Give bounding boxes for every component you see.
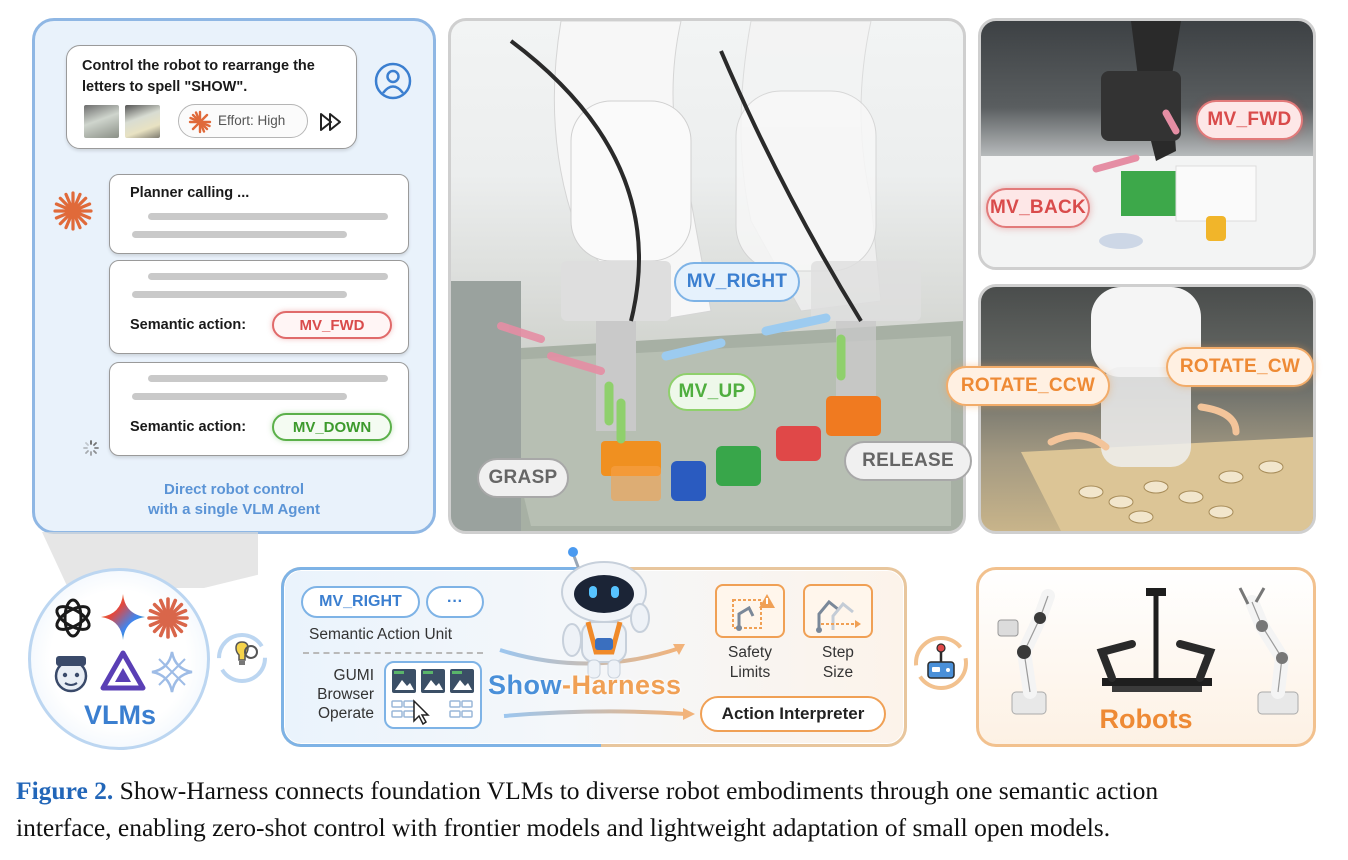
safety-limits-label: Safety Limits (708, 643, 792, 683)
scene-illustration (451, 21, 963, 531)
safety-line-1: Safety (728, 644, 772, 661)
action-value-mv-down: MV_DOWN (272, 413, 392, 441)
tag-mv-right: MV_RIGHT (674, 262, 800, 302)
loading-spinner-icon (83, 440, 99, 456)
ai-sunburst-icon (53, 191, 93, 231)
gumi-label: GUMI Browser Operate (300, 666, 374, 723)
tag-rotate-cw: ROTATE_CW (1166, 347, 1314, 387)
robot-arms-illustration (997, 587, 1299, 715)
gemini-logo-icon (101, 594, 145, 640)
openai-logo-icon (55, 598, 91, 638)
prompt-line-1: Control the robot to rearrange the (82, 58, 315, 74)
step-size-icon (816, 599, 861, 633)
bottom-right-robot-scene (978, 284, 1316, 534)
mascot-robot-icon (561, 547, 650, 679)
placeholder-line (132, 231, 347, 238)
placeholder-line (148, 213, 388, 220)
tag-mv-back: MV_BACK (986, 188, 1090, 228)
tag-mv-up: MV_UP (668, 373, 756, 411)
more-actions-chip: ··· (426, 586, 484, 618)
semantic-unit-label: Semantic Action Unit (309, 626, 453, 643)
prompt-card: Control the robot to rearrange the lette… (66, 45, 357, 149)
character-model-logo-icon (54, 656, 88, 693)
brand-harness: -Harness (562, 670, 682, 700)
step-size-icon-box (803, 584, 873, 638)
joystick-controller-icon (914, 636, 968, 690)
browser-operate-graphic (384, 661, 482, 729)
robots-label: Robots (1099, 704, 1193, 734)
tag-rotate-ccw: ROTATE_CCW (946, 366, 1110, 406)
safety-limits-icon (732, 594, 775, 631)
show-harness-brand: Show-Harness (488, 670, 682, 701)
harness-panel-left-border (281, 567, 601, 747)
sunburst-icon (188, 110, 212, 134)
qwen-logo-icon (100, 650, 146, 691)
effort-chip[interactable]: Effort: High (178, 104, 308, 138)
gumi-line-1: GUMI (333, 667, 374, 684)
action-label: Semantic action: (130, 419, 247, 435)
caption-text-2: interface, enabling zero-shot control wi… (16, 813, 1111, 842)
step-size-label: Step Size (796, 643, 880, 683)
divider (303, 652, 483, 654)
user-avatar-icon (374, 62, 412, 100)
thumbnail-image (84, 105, 119, 138)
brand-show: Show (488, 670, 562, 700)
figure-label: Figure 2. (16, 776, 114, 805)
planner-text: Planner calling ... (130, 185, 250, 201)
chat-footer: Direct robot control with a single VLM A… (36, 480, 432, 520)
claude-logo-icon (147, 597, 189, 639)
scene-illustration (981, 21, 1313, 267)
tag-release: RELEASE (844, 441, 972, 481)
step-line-1: Step (822, 644, 854, 661)
mv-right-chip: MV_RIGHT (301, 586, 420, 618)
action-label: Semantic action: (130, 317, 247, 333)
tag-mv-fwd: MV_FWD (1196, 100, 1303, 140)
tag-grasp: GRASP (477, 458, 569, 498)
action-card-1: Semantic action: MV_FWD (109, 260, 409, 354)
placeholder-line (148, 375, 388, 382)
scene-illustration (1021, 287, 1313, 531)
safety-line-2: Limits (729, 664, 771, 681)
browser-windows-icon (391, 669, 474, 725)
footer-line-1: Direct robot control (163, 481, 304, 498)
planner-card: Planner calling ... (109, 174, 409, 254)
thumbnail-image (125, 105, 160, 138)
placeholder-line (148, 273, 388, 280)
action-value-mv-fwd: MV_FWD (272, 311, 392, 339)
sparkle-model-logo-icon (151, 651, 193, 693)
action-interpreter-box: Action Interpreter (700, 696, 886, 732)
top-right-robot-scene (978, 18, 1316, 270)
caption-line-1: Figure 2. Show-Harness connects foundati… (16, 772, 1336, 809)
submit-forward-icon[interactable] (319, 112, 343, 132)
caption-text-1: Show-Harness connects foundation VLMs to… (119, 776, 1159, 805)
gumi-line-2: Browser (317, 686, 374, 703)
safety-limits-icon-box (715, 584, 785, 638)
footer-line-2: with a single VLM Agent (148, 501, 320, 518)
placeholder-line (132, 291, 347, 298)
vlms-label: VLMs (83, 700, 156, 730)
effort-label: Effort: High (218, 113, 286, 128)
idea-gear-icon (217, 633, 267, 683)
step-line-2: Size (822, 664, 854, 681)
gumi-line-3: Operate (317, 705, 374, 722)
action-card-2: Semantic action: MV_DOWN (109, 362, 409, 456)
figure-caption: Figure 2. Show-Harness connects foundati… (16, 772, 1336, 846)
placeholder-line (132, 393, 347, 400)
prompt-line-2: letters to spell "SHOW". (82, 79, 248, 95)
